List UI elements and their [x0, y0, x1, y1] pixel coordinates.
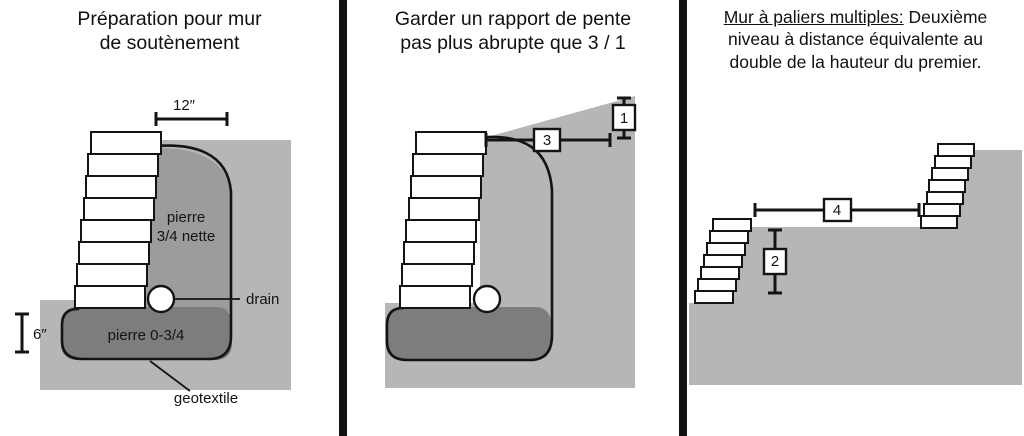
wall-block — [85, 175, 157, 199]
wall-blocks — [399, 131, 487, 309]
terraced-soil — [689, 150, 1022, 385]
clear-stone-label-line1: pierre — [167, 209, 205, 226]
panel1-title: Préparation pour mur de soutènement — [0, 8, 339, 56]
height-dimension: 2 — [762, 228, 788, 295]
wall-block — [415, 131, 487, 155]
wall-block — [412, 153, 484, 177]
run-dimension: 3 — [484, 127, 612, 153]
panel3-title-line1-rest: Deuxième — [903, 7, 988, 27]
panel-tiered-walls: Mur à paliers multiples: Deuxième niveau… — [687, 0, 1024, 436]
panel3-title-underlined: Mur à paliers multiples: — [723, 7, 904, 27]
wall-blocks — [74, 131, 162, 309]
geotextile-outline — [60, 144, 233, 361]
wall-block — [920, 215, 958, 229]
clear-stone-label-line2: 3/4 nette — [157, 228, 215, 245]
wall-block — [399, 285, 471, 309]
rise-value-box — [611, 103, 637, 132]
geotextile-leader-line — [149, 360, 191, 392]
geotextile-label: geotextile — [174, 390, 238, 407]
drain-pipe — [146, 284, 176, 314]
run-value-box — [532, 127, 562, 153]
spacing-dimension: 4 — [753, 197, 921, 223]
wall-block — [76, 263, 148, 287]
height-value-box — [762, 247, 788, 276]
panel2-title-line2: pas plus abrupte que 3 / 1 — [400, 31, 626, 54]
wall-block — [926, 191, 964, 205]
panel-divider-1 — [339, 0, 347, 436]
rise-dimension: 1 — [611, 96, 637, 140]
depth-dimension-label: 6″ — [33, 326, 47, 343]
wall-block — [90, 131, 162, 155]
wall-block — [928, 179, 966, 193]
lower-wall-blocks — [694, 218, 752, 304]
run-value-label: 3 — [543, 132, 551, 149]
upper-wall-blocks — [920, 143, 975, 229]
panel3-title-line2: niveau à distance équivalente au — [728, 29, 983, 50]
slope-ratio-diagram: 3 1 — [385, 96, 637, 388]
wall-block — [401, 263, 473, 287]
panel2-title: Garder un rapport de pente pas plus abru… — [347, 8, 679, 56]
wall-block — [923, 203, 961, 217]
wall-block — [934, 155, 972, 169]
panel-preparation: Préparation pour mur de soutènement — [0, 0, 339, 436]
width-dimension: 12″ — [154, 97, 229, 126]
wall-block — [405, 219, 477, 243]
panel2-title-line1: Garder un rapport de pente — [394, 8, 632, 30]
geotextile-outline — [385, 135, 554, 362]
drain-label: drain — [246, 291, 279, 308]
base-stone-fill — [386, 307, 551, 360]
panel3-title-line3: double de la hauteur du premier. — [729, 51, 982, 72]
base-stone-label: pierre 0-3/4 — [108, 327, 185, 344]
wall-block — [706, 242, 746, 256]
wall-block — [74, 285, 146, 309]
wall-block — [937, 143, 975, 157]
panel-divider-2 — [679, 0, 687, 436]
panel-slope-ratio: Garder un rapport de pente pas plus abru… — [347, 0, 679, 436]
panel1-title-line2: de soutènement — [99, 31, 240, 54]
clear-stone-fill — [138, 148, 231, 312]
drain-pipe — [472, 284, 502, 314]
height-value-label: 2 — [771, 253, 779, 270]
wall-block — [712, 218, 752, 232]
wall-block — [410, 175, 482, 199]
wall-block — [700, 266, 740, 280]
panel1-title-line1: Préparation pour mur — [77, 8, 262, 30]
panel3-title: Mur à paliers multiples: Deuxième niveau… — [687, 6, 1024, 73]
spacing-value-box — [822, 197, 853, 223]
wall-block — [703, 254, 743, 268]
wall-block — [78, 241, 150, 265]
tiered-walls-diagram: 4 2 — [689, 143, 1022, 385]
depth-dimension: 6″ — [15, 312, 47, 354]
wall-block — [694, 290, 734, 304]
base-stone-fill — [61, 307, 232, 360]
wall-block — [87, 153, 159, 177]
preparation-diagram: 12″ 6″ pierre 3/4 nette drain pierre 0-3… — [15, 97, 291, 407]
wall-block — [80, 219, 152, 243]
wall-block — [403, 241, 475, 265]
wall-block — [931, 167, 969, 181]
spacing-value-label: 4 — [833, 202, 841, 219]
width-dimension-label: 12″ — [173, 97, 196, 114]
wall-block — [709, 230, 749, 244]
wall-block — [408, 197, 480, 221]
wall-block — [83, 197, 155, 221]
rise-value-label: 1 — [620, 110, 628, 127]
wall-block — [697, 278, 737, 292]
